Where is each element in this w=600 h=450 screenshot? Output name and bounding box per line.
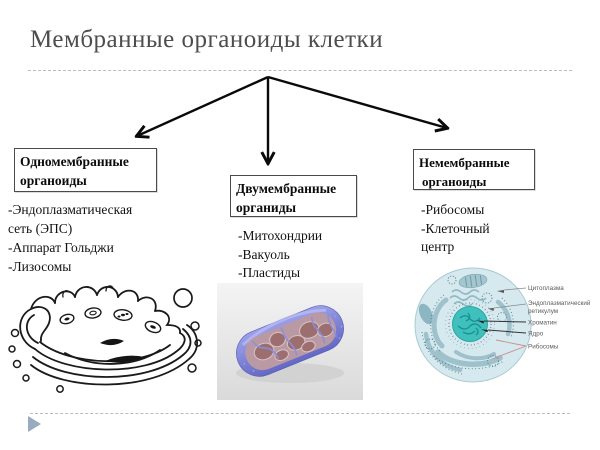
organelle-list-non-membrane: -Рибосомы -Клеточный центр	[421, 201, 490, 257]
cell-label-chromatin: Хроматин	[528, 320, 557, 327]
cell-mitochondrion	[458, 273, 488, 289]
ribosome-label-lines	[491, 339, 527, 360]
cell-label-cytoplasm: Цитоплазма	[528, 285, 564, 292]
category-heading-line: Немембранные	[419, 155, 510, 170]
list-item: сеть (ЭПС)	[8, 221, 73, 236]
nucleus-arrowhead	[481, 329, 488, 333]
category-box-non-membrane: Немембранные органоиды	[413, 149, 535, 190]
list-item: -Лизосомы	[8, 259, 72, 274]
category-box-double-membrane: Двумембранные органиды	[230, 175, 357, 217]
category-heading-line: Двумембранные	[236, 181, 337, 196]
label-leader-lines	[493, 287, 527, 309]
cell-organelle-oval	[418, 303, 434, 325]
list-item: -Митохондрии	[238, 228, 323, 243]
nuclear-envelope-dots	[448, 302, 492, 346]
category-box-single-membrane: Одномембранные органоиды	[14, 148, 157, 192]
arrow-to-right-box	[267, 75, 447, 128]
chromatin-arrowhead	[477, 320, 484, 324]
list-item: -Клеточный	[421, 220, 490, 236]
cell-label-er-line1: Эндоплазматический	[528, 299, 591, 307]
er-pointer	[488, 308, 494, 311]
category-heading-line: органиды	[236, 200, 297, 215]
category-heading-line: Одномембранные	[20, 154, 129, 169]
footer-triangle-icon	[28, 416, 41, 432]
cell-label-ribosomes: Рибосомы	[528, 343, 559, 351]
category-heading-line: органоиды	[422, 174, 487, 189]
organelle-list-single-membrane: -Эндоплазматическая сеть (ЭПС) -Аппарат …	[8, 200, 132, 276]
cell-er-arcs	[423, 297, 512, 373]
title-divider-dashed-line	[28, 70, 572, 71]
footer-divider-dashed-line	[30, 413, 570, 414]
list-item: -Эндоплазматическая	[8, 202, 133, 217]
endoplasmic-reticulum-drawing	[8, 285, 202, 393]
cell-ribosome-dotted-arcs	[421, 294, 514, 375]
organelle-list-double-membrane: -Митохондрии -Вакуоль -Пластиды	[238, 227, 322, 283]
cytoplasm-pointer	[497, 290, 504, 293]
cell-dashed-circles	[424, 275, 507, 367]
arrow-lines	[137, 75, 447, 163]
cell-nucleus	[452, 306, 488, 342]
cell-label-nucleus: Ядро	[528, 331, 544, 338]
slide-title: Мембранные органоиды клетки	[30, 26, 384, 53]
list-item: -Рибосомы	[421, 202, 485, 217]
arrow-to-left-box	[137, 75, 269, 136]
cell-diagram-image: Цитоплазма Эндоплазматический ретикулум …	[414, 267, 591, 383]
nucleus-label-lines	[483, 320, 527, 334]
list-item: -Пластиды	[238, 265, 301, 280]
list-item: центр	[421, 239, 455, 254]
nuclear-envelope-outer-dots	[444, 298, 496, 350]
list-item: -Аппарат Гольджи	[8, 240, 114, 255]
cell-label-er-line2: ретикулум	[528, 308, 558, 315]
list-item: -Вакуоль	[238, 246, 290, 262]
mitochondrion-3d-image	[217, 283, 363, 400]
category-heading-line: органоиды	[20, 173, 87, 188]
